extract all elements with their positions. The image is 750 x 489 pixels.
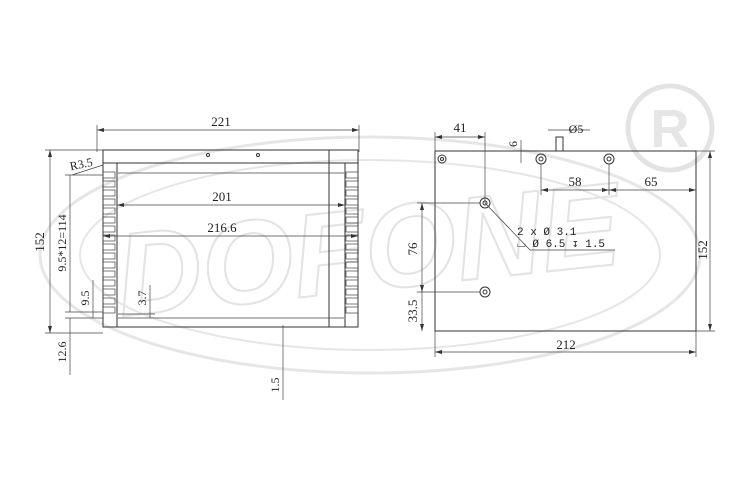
front-view: 221 (32, 114, 360, 400)
dim-gap: 3.7 (135, 291, 149, 306)
dim-hole-bottom: 33.5 (405, 300, 420, 323)
hole-note-line2: ⌴ Ø 6.5 ↧ 1.5 (517, 239, 605, 251)
registered-mark-icon (625, 83, 715, 173)
dim-hole-spacing-1: 58 (569, 174, 582, 189)
right-vent-fins (345, 171, 359, 314)
dim-vent-pitch: 9.5*12=114 (55, 214, 69, 271)
dim-vent-start: 9.5 (78, 291, 92, 306)
dim-sheet-thickness: 1.5 (268, 378, 282, 393)
dim-bottom-offset: 12.6 (55, 342, 69, 363)
dim-hole-spacing-2: 65 (645, 174, 658, 189)
registered-mark-letter: R (651, 99, 690, 159)
hole-note-line1: 2 x Ø 3.1 (517, 227, 577, 239)
dim-terminal-dia: Ø5 (569, 122, 584, 136)
side-view: 41 6 Ø5 58 65 76 33.5 152 (405, 120, 715, 357)
watermark: DOFONE R (38, 83, 715, 375)
dim-small-offset: 6 (506, 141, 520, 147)
dim-side-height: 152 (695, 240, 710, 260)
dim-left-offset: 41 (454, 120, 467, 135)
dim-height-overall: 152 (32, 232, 47, 252)
dim-flange-width: 216.6 (207, 220, 237, 235)
dim-side-width: 212 (556, 337, 576, 352)
dim-hole-vertical: 76 (405, 242, 420, 256)
dim-width-overall: 221 (211, 114, 231, 129)
dim-corner-radius: R3.5 (68, 155, 93, 173)
dim-inner-width: 201 (212, 189, 232, 204)
